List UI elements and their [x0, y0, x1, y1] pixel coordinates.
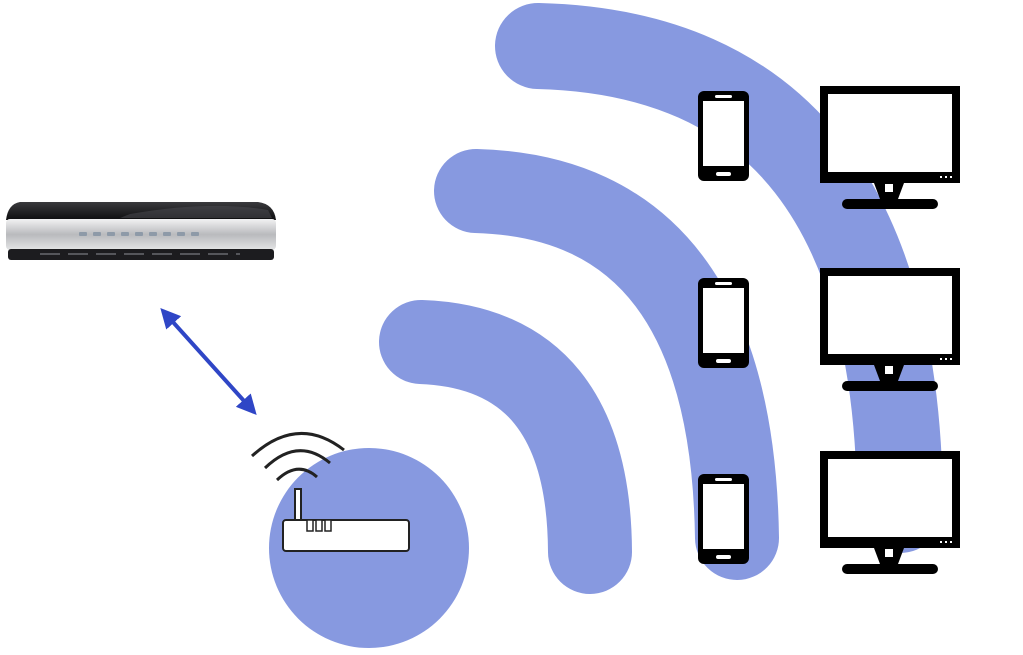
- smartphone-icon: [698, 278, 749, 368]
- modem-top-gloss: [120, 205, 272, 218]
- smartphone-icon: [698, 474, 749, 564]
- smartphone-icon: [698, 91, 749, 181]
- wifi-signal-waves: [269, 3, 943, 648]
- wifi-router-icon: [250, 431, 410, 552]
- cable-modem-icon: [6, 202, 276, 260]
- modem-leds: [79, 232, 199, 236]
- monitor-icon: [820, 86, 960, 209]
- monitor-icon: [820, 451, 960, 574]
- modem-router-link-arrow: [160, 308, 257, 415]
- monitor-icon: [820, 268, 960, 391]
- router-body: [282, 519, 410, 552]
- router-ports: [306, 519, 332, 532]
- router-signal-arcs: [250, 431, 345, 482]
- router-antenna: [294, 488, 302, 524]
- signal-arc-small: [379, 300, 632, 594]
- signal-arc-medium: [434, 149, 779, 580]
